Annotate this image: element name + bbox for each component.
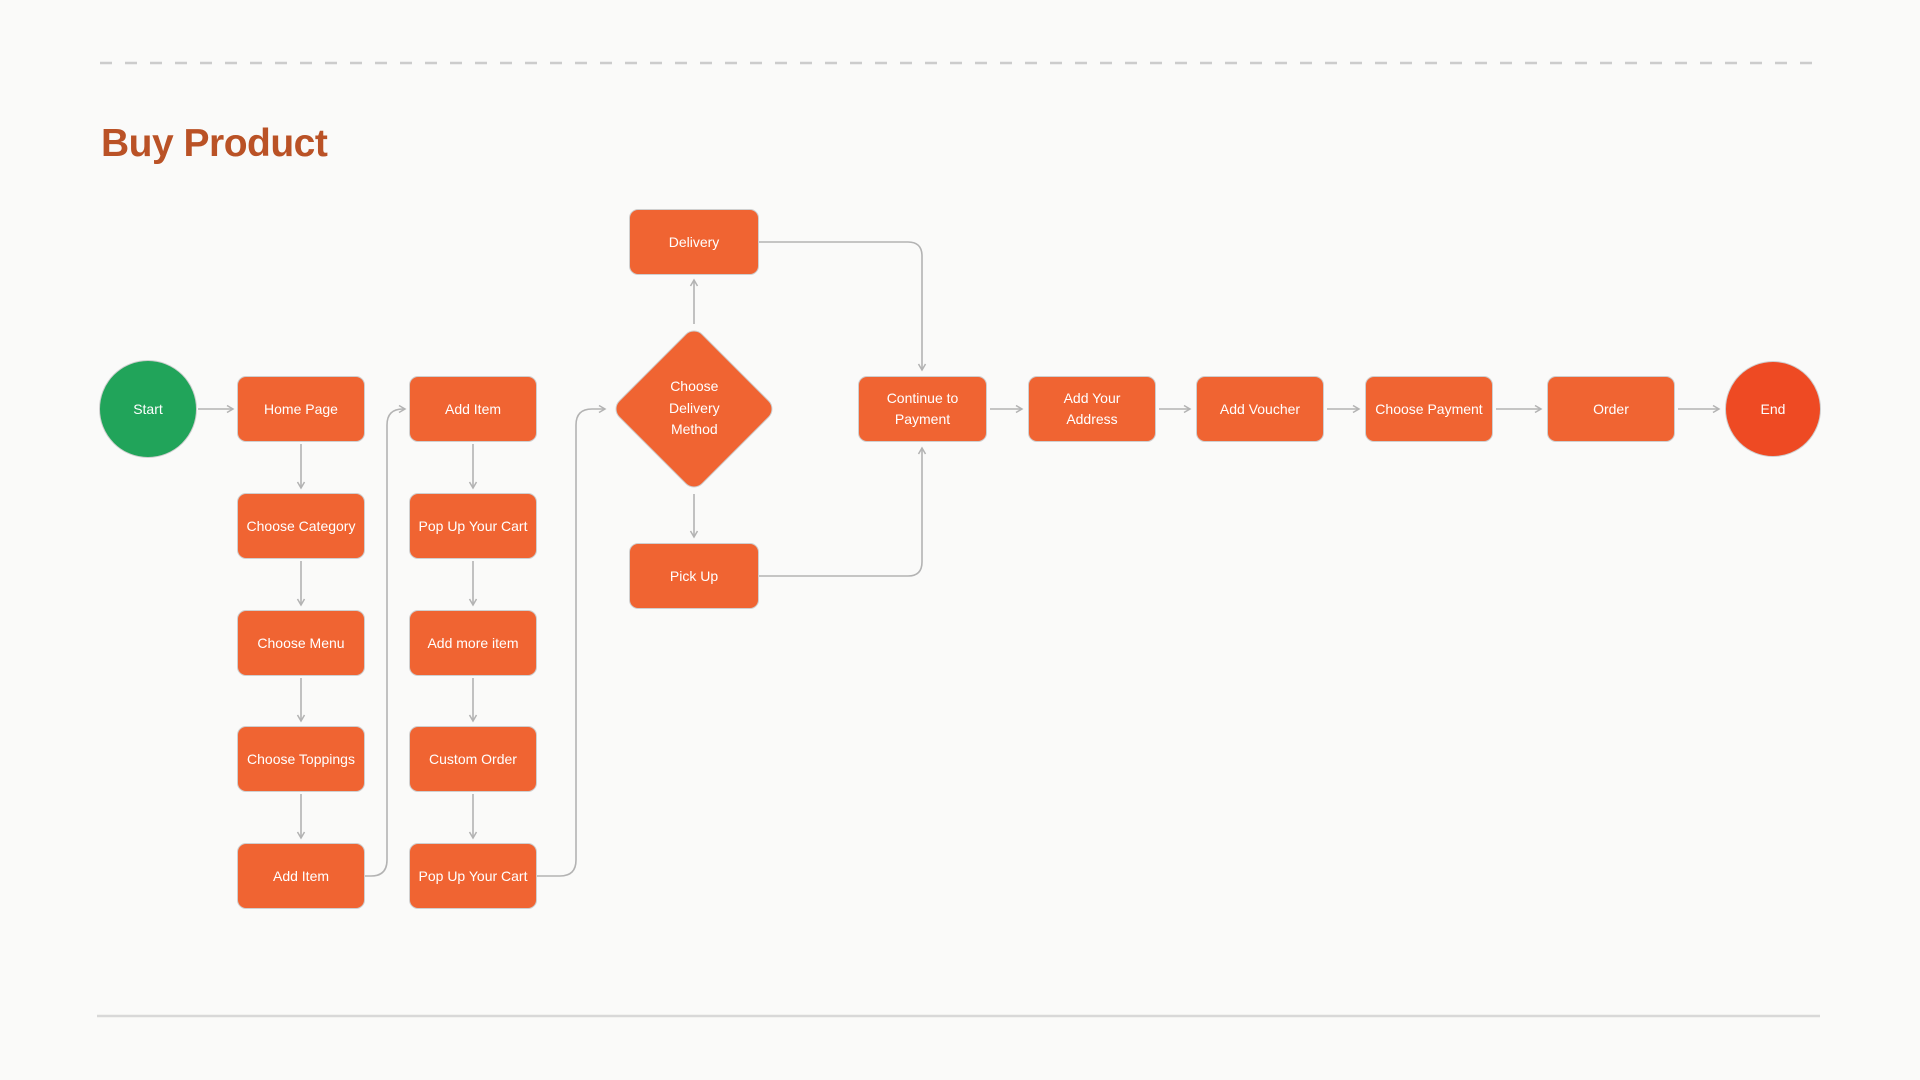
node-add-your-address[interactable]: Add Your Address (1028, 376, 1156, 442)
node-label: Choose Delivery Method (668, 378, 720, 438)
node-choose-toppings[interactable]: Choose Toppings (237, 726, 365, 792)
node-label: Pop Up Your Cart (418, 867, 528, 884)
node-choose-payment[interactable]: Choose Payment (1365, 376, 1493, 442)
node-choose-category[interactable]: Choose Category (237, 493, 365, 559)
node-label: Custom Order (429, 750, 517, 767)
node-label: Choose Toppings (247, 750, 355, 767)
node-label: Delivery (668, 233, 720, 250)
node-delivery[interactable]: Delivery (629, 209, 759, 275)
node-add-item-2[interactable]: Add Item (409, 376, 537, 442)
node-label: Order (1593, 400, 1629, 417)
node-pick-up[interactable]: Pick Up (629, 543, 759, 609)
node-choose-menu[interactable]: Choose Menu (237, 610, 365, 676)
connector-pick-up-continue-to-payment (759, 446, 927, 577)
node-home-page[interactable]: Home Page (237, 376, 365, 442)
connector-delivery-continue-to-payment (759, 241, 927, 372)
node-continue-to-payment[interactable]: Continue to Payment (858, 376, 987, 442)
node-order[interactable]: Order (1547, 376, 1675, 442)
node-label: Start (133, 400, 163, 417)
node-pop-up-your-cart-2[interactable]: Pop Up Your Cart (409, 843, 537, 909)
node-label: Home Page (264, 400, 338, 417)
node-start[interactable]: Start (99, 360, 197, 458)
node-label: Choose Category (246, 517, 356, 534)
node-label: Add Item (272, 867, 330, 884)
node-label: Pop Up Your Cart (418, 517, 528, 534)
node-label: Add Your Address (1063, 390, 1121, 427)
node-custom-order[interactable]: Custom Order (409, 726, 537, 792)
node-label: Pick Up (669, 567, 719, 584)
node-label: Add more item (427, 634, 519, 651)
node-label: Add Voucher (1219, 400, 1301, 417)
connector-add-item-1-add-item-2 (365, 404, 407, 877)
page-title: Buy Product (101, 122, 328, 165)
node-label: Continue to Payment (886, 390, 959, 427)
node-add-item-1[interactable]: Add Item (237, 843, 365, 909)
node-add-more-item[interactable]: Add more item (409, 610, 537, 676)
connector-pop-up-your-cart-2-choose-delivery-method (537, 404, 607, 877)
node-add-voucher[interactable]: Add Voucher (1196, 376, 1324, 442)
node-pop-up-your-cart-1[interactable]: Pop Up Your Cart (409, 493, 537, 559)
node-label: End (1760, 400, 1786, 417)
node-label: Choose Menu (257, 634, 345, 651)
node-label: Choose Payment (1375, 400, 1483, 417)
node-end[interactable]: End (1725, 361, 1821, 457)
node-label: Add Item (444, 400, 502, 417)
